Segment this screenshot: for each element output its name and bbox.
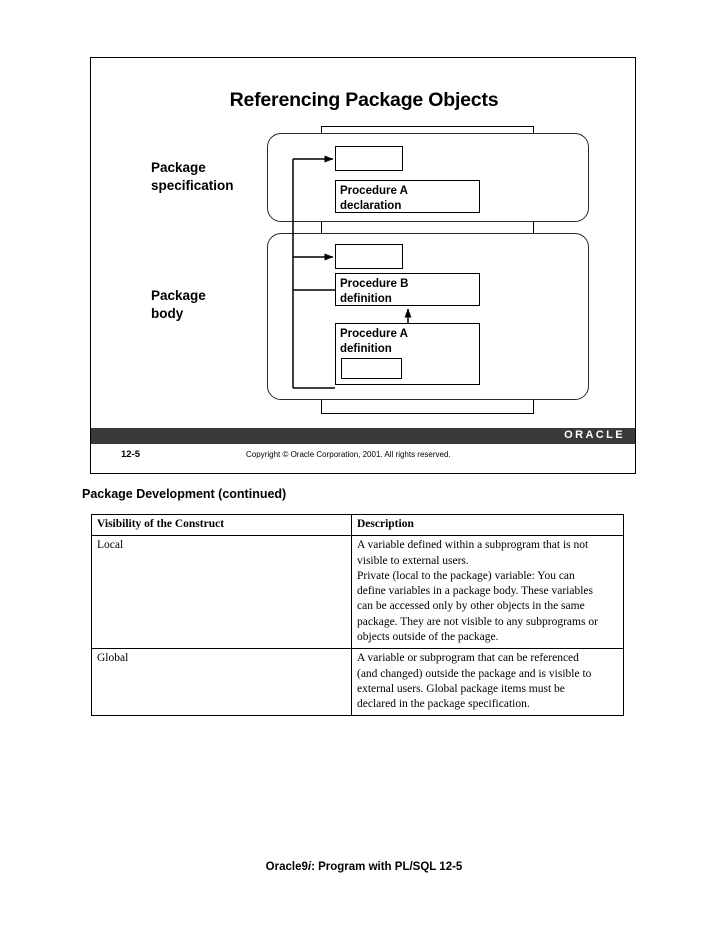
desc-line: Private (local to the package) variable:… [357,569,575,582]
table-row: Global A variable or subprogram that can… [91,648,624,717]
slide-frame: Referencing Package Objects Procedure A … [90,57,636,474]
desc-line: can be accessed only by other objects in… [357,600,585,613]
table-cell-construct: Local [91,535,352,650]
table-row: Local A variable defined within a subpro… [91,535,624,650]
package-body-label-line1: Package [151,288,206,303]
procedure-a-definition-line2: definition [340,342,392,355]
package-body-label-line2: body [151,305,184,321]
desc-line: declared in the package specification. [357,698,530,711]
procedure-a-declaration-box: Procedure A declaration [335,180,480,213]
table-cell-construct: Global [91,648,352,717]
slide-title: Referencing Package Objects [229,89,499,111]
desc-line: define variables in a package body. Thes… [357,585,593,598]
procedure-a-definition-box: Procedure A definition [335,323,480,385]
desc-line: A variable defined within a subprogram t… [357,539,589,552]
slide-footer: 12-5 Copyright © Oracle Corporation, 200… [91,447,635,467]
desc-line: package. They are not visible to any sub… [357,615,598,628]
document-footer-italic: i [307,861,312,873]
procedure-a-definition-inner-empty-box [341,358,402,379]
section-heading: Package Development (continued) [82,487,287,501]
table-header-row: Visibility of the Construct Description [91,513,624,537]
table-cell-description: A variable or subprogram that can be ref… [351,648,624,717]
table-header-description: Description [351,513,624,537]
package-body-label: Package body [151,287,271,323]
document-footer-suffix: : Program with PL/SQL 12-5 [311,861,463,873]
package-specification-label: Package specification [151,159,271,195]
desc-line: A variable or subprogram that can be ref… [357,652,579,665]
desc-line: external users. Global package items mus… [357,682,565,695]
oracle-logo: ORACLE [564,429,625,441]
procedure-b-definition-line1: Procedure B [340,278,409,290]
desc-line: (and changed) outside the package and is… [357,667,592,680]
slide-page-number: 12-5 [121,449,141,460]
spec-empty-box [335,146,403,171]
package-specification-label-line1: Package [151,160,206,175]
table-cell-description: A variable defined within a subprogram t… [351,535,624,650]
package-specification-label-line2: specification [151,177,234,193]
document-footer: Oracle9i: Program with PL/SQL 12-5 [0,861,728,873]
document-footer-prefix: Oracle9 [265,861,308,873]
desc-line: visible to external users. [357,554,469,567]
desc-line: objects outside of the package. [357,630,499,643]
procedure-a-declaration-line2: declaration [340,199,402,212]
procedure-b-definition-box: Procedure B definition [335,273,480,306]
visibility-table: Visibility of the Construct Description … [91,513,624,717]
oracle-brand-bar: ORACLE [91,428,635,444]
slide-copyright: Copyright © Oracle Corporation, 2001. Al… [246,450,451,459]
table-header-construct: Visibility of the Construct [91,513,352,537]
procedure-a-declaration-line1: Procedure A [340,185,408,197]
procedure-a-definition-line1: Procedure A [340,328,408,340]
body-empty-box [335,244,403,269]
procedure-b-definition-line2: definition [340,292,392,305]
